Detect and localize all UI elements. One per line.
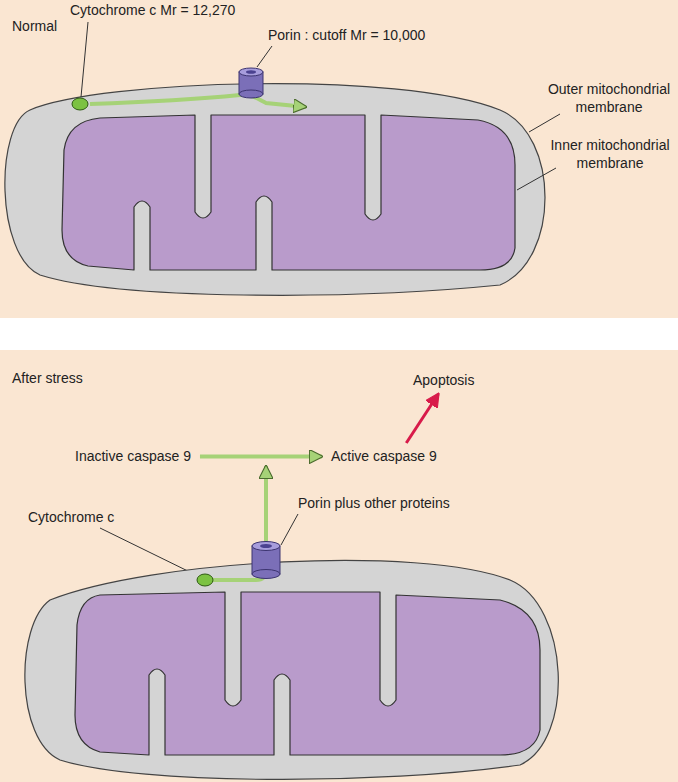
outer-membrane [25, 560, 558, 779]
inner-membrane [62, 115, 515, 270]
cytochrome-c [197, 574, 213, 586]
cytochrome-c [72, 98, 88, 110]
enzyme-label: Inactive caspase 9 [72, 446, 194, 467]
panel-heading: After stress [12, 370, 83, 387]
part-label: Outer mitochondrial membrane [544, 80, 674, 116]
part-label: Cytochrome c Mr = 12,270 [70, 1, 235, 19]
part-label: Inner mitochondrial membrane [545, 136, 675, 172]
inner-membrane [75, 592, 540, 755]
part-label: Porin : cutoff Mr = 10,000 [268, 26, 425, 44]
porin-channel [239, 68, 263, 98]
outer-membrane [5, 84, 545, 296]
leader-lines [81, 22, 560, 576]
node-text: Active caspase 9 [331, 448, 437, 465]
panel-heading: Normal [12, 18, 57, 35]
activation-arrow [406, 394, 438, 443]
node-text: Apoptosis [413, 372, 474, 389]
enzyme-label: Active caspase 9 [328, 446, 440, 467]
activation-arrow [200, 455, 322, 459]
part-label: Cytochrome c [28, 508, 114, 526]
porin-complex [252, 542, 280, 579]
node-text: Inactive caspase 9 [75, 448, 191, 465]
outcome-label: Apoptosis [410, 370, 477, 391]
part-label: Porin plus other proteins [298, 494, 450, 512]
blocked-transport-arrow [90, 95, 306, 107]
